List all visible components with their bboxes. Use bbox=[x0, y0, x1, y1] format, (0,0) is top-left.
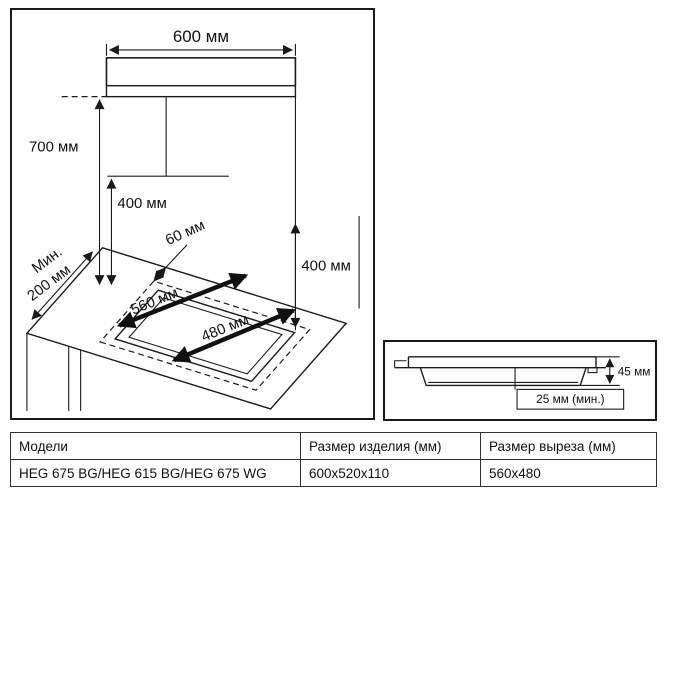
header-models: Модели bbox=[10, 432, 301, 460]
cross-section-diagram: 45 мм 25 мм (мин.) bbox=[394, 356, 651, 410]
header-cutout-size: Размер выреза (мм) bbox=[480, 432, 657, 460]
dim-700-label: 700 мм bbox=[29, 139, 79, 155]
table-header-row: Модели Размер изделия (мм) Размер выреза… bbox=[10, 432, 657, 460]
cell-models: HEG 675 BG/HEG 615 BG/HEG 675 WG bbox=[10, 459, 301, 487]
dim-700: 700 мм bbox=[29, 99, 105, 286]
dim-45: 45 мм bbox=[580, 356, 651, 386]
dim-45-label: 45 мм bbox=[618, 365, 651, 379]
hood-drawing bbox=[61, 57, 297, 98]
dim-25: 25 мм (мин.) bbox=[514, 367, 625, 410]
cell-product-size: 600x520x110 bbox=[300, 459, 481, 487]
dim-400-left: 400 мм bbox=[106, 178, 167, 286]
dim-60-label: 60 мм bbox=[163, 218, 207, 249]
dim-25-label: 25 мм (мин.) bbox=[536, 392, 604, 406]
cell-cutout-size: 560x480 bbox=[480, 459, 657, 487]
side-cabinet-lines bbox=[107, 96, 360, 331]
installation-diagram-panel: 600 мм 700 мм 400 мм 400 bbox=[10, 8, 375, 420]
dim-600: 600 мм bbox=[105, 27, 296, 56]
dim-400-right: 400 мм bbox=[290, 223, 351, 328]
dim-480: 480 мм bbox=[171, 308, 296, 363]
installation-diagram: 600 мм 700 мм 400 мм 400 bbox=[25, 27, 360, 411]
dimensions-table-wrapper: Модели Размер изделия (мм) Размер выреза… bbox=[10, 432, 657, 487]
header-product-size: Размер изделия (мм) bbox=[300, 432, 481, 460]
hood-panel bbox=[105, 57, 297, 87]
dim-400-right-label: 400 мм bbox=[301, 259, 351, 275]
dim-400-left-label: 400 мм bbox=[117, 196, 167, 212]
dim-min-200: Мин. 200 мм bbox=[25, 244, 93, 320]
cross-section-panel: 45 мм 25 мм (мин.) bbox=[383, 340, 657, 421]
table-row: HEG 675 BG/HEG 615 BG/HEG 675 WG 600x520… bbox=[10, 459, 657, 487]
dim-600-label: 600 мм bbox=[173, 27, 229, 46]
dimensions-table: Модели Размер изделия (мм) Размер выреза… bbox=[10, 432, 657, 487]
hob-section-drawing bbox=[394, 356, 606, 387]
